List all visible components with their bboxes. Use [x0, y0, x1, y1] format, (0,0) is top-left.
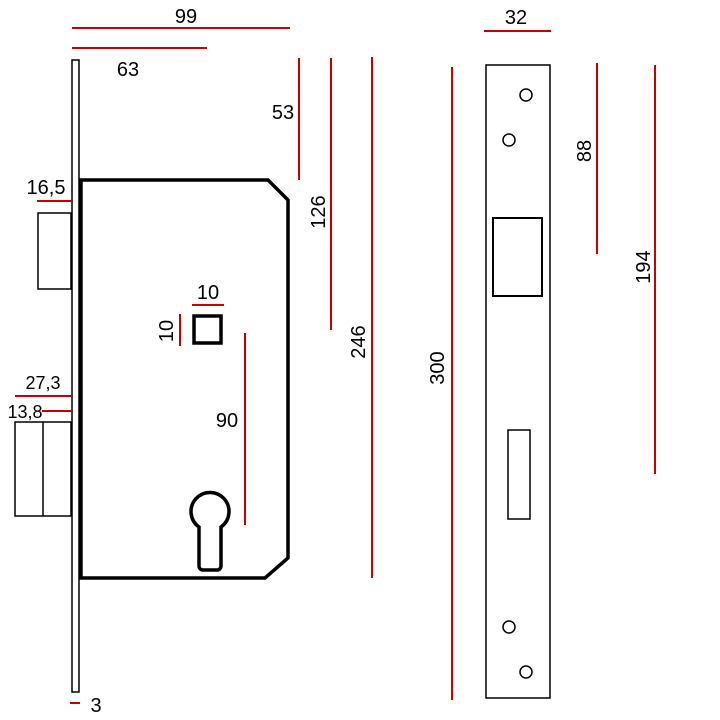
faceplate-front-view	[485, 64, 551, 699]
latch-opening	[492, 217, 543, 297]
screw-hole	[519, 665, 533, 679]
dimension-lines	[15, 27, 656, 704]
dim-label-16-5: 16,5	[27, 177, 66, 199]
latch-bolt	[37, 212, 72, 290]
faceplate-side	[71, 59, 80, 693]
dim-label-246: 246	[348, 325, 370, 358]
dim-label-13-8: 13,8	[7, 402, 42, 422]
faceplate-front	[485, 64, 551, 699]
dim-label-63: 63	[117, 59, 139, 81]
dim-label-53: 53	[272, 102, 294, 124]
dim-label-99: 99	[175, 6, 197, 28]
dim-label-88: 88	[574, 140, 596, 162]
dim-label-follower-width: 10	[197, 282, 219, 304]
dim-label-300: 300	[427, 351, 449, 384]
dim-label-27-3: 27,3	[25, 373, 60, 393]
screw-hole	[502, 620, 516, 634]
dim-label-194: 194	[633, 250, 655, 283]
dim-label-3: 3	[90, 695, 101, 717]
lock-case	[79, 178, 290, 580]
dimension-labels: 99 63 53 126 246 16,5 10 10 27,3 13,8 90…	[7, 6, 655, 717]
screw-hole	[519, 88, 533, 102]
euro-cylinder-cutout	[189, 490, 231, 572]
screw-hole	[502, 133, 516, 147]
lock-side-view	[14, 59, 290, 693]
follower-square-hole	[192, 314, 223, 345]
bolt-opening	[507, 429, 531, 520]
dim-label-32: 32	[505, 7, 527, 29]
dim-label-90: 90	[216, 410, 238, 432]
dim-label-126: 126	[308, 195, 330, 228]
dim-label-follower-height: 10	[156, 320, 178, 342]
